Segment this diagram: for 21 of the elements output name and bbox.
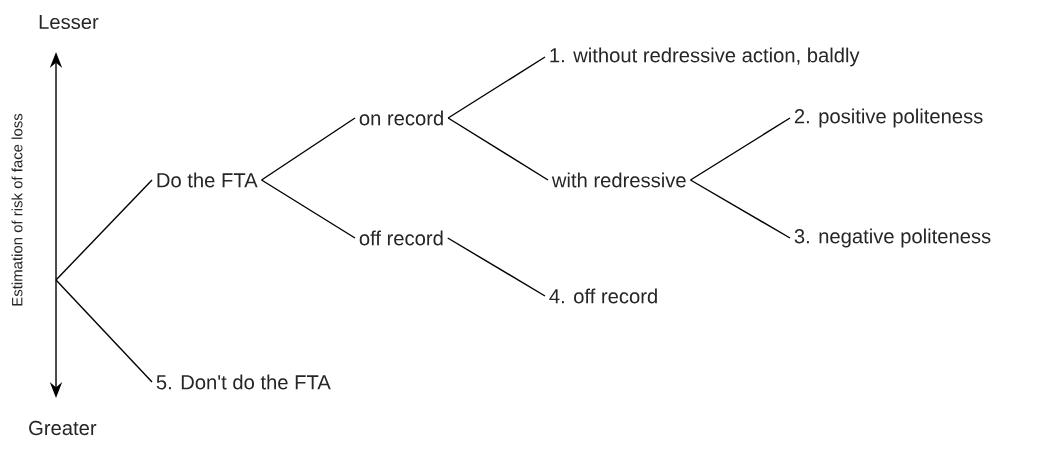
axis-label: Estimation of risk of face loss [11,113,23,306]
branch-line [260,179,356,239]
branch-label: 3. negative politeness [794,228,991,248]
branch-label: off record [359,230,443,246]
scale-label: Greater [29,420,97,436]
branch-line [689,117,791,181]
branch-label: 1. without redressive action, baldly [550,47,860,67]
branch-line [447,237,546,297]
scale-label: Lesser [39,14,99,30]
branch-label: Do the FTA [157,172,258,188]
branch-label: 5. Don't do the FTA [156,374,331,390]
branch-label: on record [359,110,443,126]
branch-label: with redressive [551,172,686,188]
branch-label: 2. positive politeness [794,108,983,128]
branch-line [260,117,356,181]
branch-label: 4. off record [549,288,657,304]
branch-line [55,179,153,281]
branch-line [689,179,791,239]
branch-line [447,56,546,119]
branch-line [55,279,153,383]
branch-line [447,117,549,181]
